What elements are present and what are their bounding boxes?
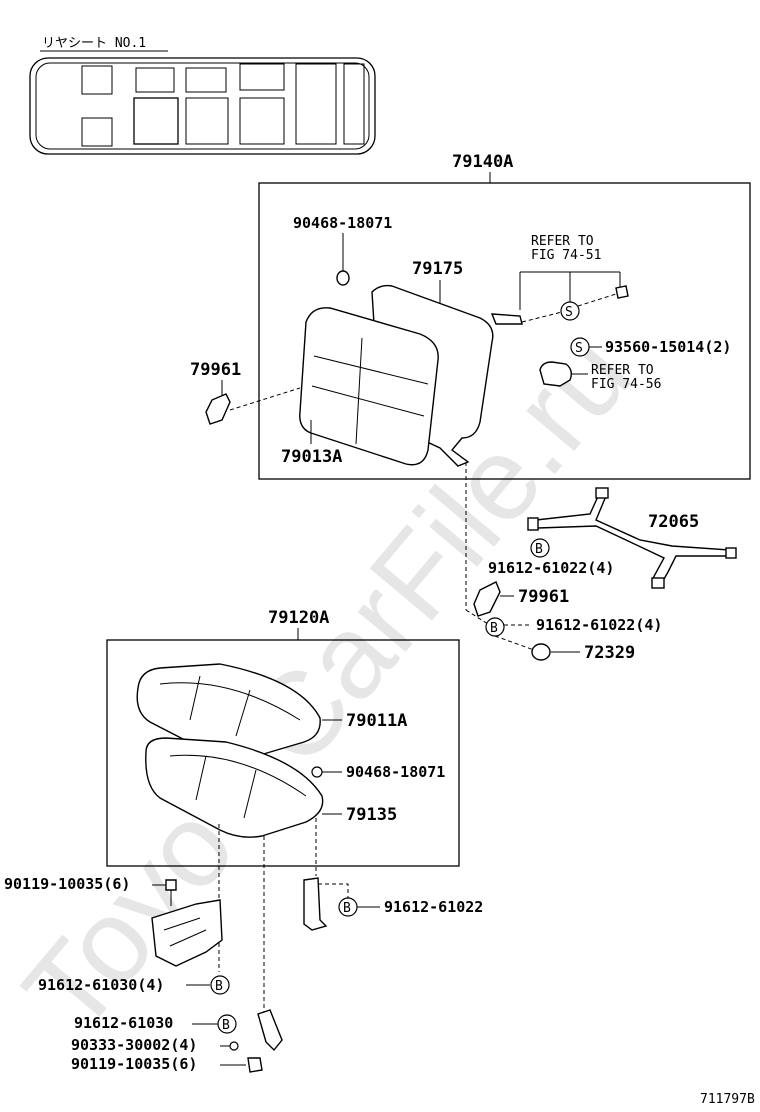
label-72065: 72065 [648, 512, 699, 532]
symbol-s-2-text: S [575, 341, 583, 356]
label-93560: 93560-15014(2) [605, 338, 731, 356]
cover-seam-3 [355, 337, 363, 445]
label-90333: 90333-30002(4) [71, 1036, 197, 1054]
latch-part [539, 361, 573, 387]
label-90119-b: 90119-10035(6) [71, 1055, 197, 1073]
header-label: リヤシート NO.1 [42, 36, 146, 51]
label-79175: 79175 [412, 259, 463, 279]
label-90119-a: 90119-10035(6) [4, 875, 130, 893]
seatback-cover-79013A [299, 307, 439, 466]
symbol-b-5 [217, 1014, 237, 1034]
small-bracket [257, 1009, 283, 1052]
cover-seam-2 [311, 385, 425, 417]
figure-id: 711797B [700, 1092, 755, 1107]
handle-end-left [490, 313, 523, 325]
group-cushion-box [106, 639, 460, 867]
group-seatback-box [258, 182, 751, 480]
label-90468-top: 90468-18071 [293, 214, 392, 232]
hinge-cover-79961-right [473, 581, 501, 617]
label-91612-single: 91612-61022 [384, 898, 483, 916]
handle-dash-2 [577, 293, 617, 307]
group-cushion-label: 79120A [268, 608, 329, 628]
cover-top-seam [159, 682, 301, 721]
symbol-b-4 [210, 975, 230, 995]
hinge-bracket-left [151, 899, 223, 967]
symbol-b-5-text: B [222, 1018, 230, 1033]
refer2-line2: FIG 74-56 [591, 377, 661, 392]
refer1-bracket [519, 271, 621, 310]
clip-90468-mid [311, 766, 323, 778]
symbol-b-1-text: B [535, 542, 543, 557]
bolt-90119-b [247, 1057, 263, 1073]
cover-seam-1 [313, 355, 429, 385]
cushion-cover-79011A [136, 663, 321, 761]
dash-79961-left [229, 387, 301, 411]
symbol-b-1 [530, 538, 550, 558]
label-72329: 72329 [584, 643, 635, 663]
label-79961-left: 79961 [190, 360, 241, 380]
symbol-b-2-text: B [490, 621, 498, 636]
label-79011A: 79011A [346, 711, 407, 731]
label-91612-b2: 91612-61022(4) [536, 616, 662, 634]
symbol-b-3-text: B [343, 901, 351, 916]
refer1-line2: FIG 74-51 [531, 248, 601, 263]
clip-90468-top [336, 270, 350, 286]
vehicle-overview [29, 57, 376, 155]
nut-72329 [531, 643, 551, 661]
handle-end-right [615, 285, 629, 299]
hinge-cover-79961-left [205, 393, 231, 425]
label-79013A: 79013A [281, 447, 342, 467]
label-91612-30-4: 91612-61030(4) [38, 976, 164, 994]
refer1-line1: REFER TO [531, 234, 594, 249]
label-79135: 79135 [346, 805, 397, 825]
hinge-bracket-details [163, 917, 207, 947]
symbol-s-1-text: S [565, 305, 573, 320]
cushion-pad-79135 [145, 737, 324, 838]
symbol-b-4-text: B [215, 979, 223, 994]
refer2-line1: REFER TO [591, 363, 654, 378]
washer-90333 [229, 1041, 239, 1051]
bolt-90119-a [165, 879, 177, 891]
symbol-s-1 [560, 301, 580, 321]
group-seatback-label: 79140A [452, 152, 513, 172]
label-79961-right: 79961 [518, 587, 569, 607]
cover-panel-seams [189, 675, 251, 737]
bracket-right [303, 877, 328, 931]
dash-to-bolt [465, 609, 489, 625]
label-90468-mid: 90468-18071 [346, 763, 445, 781]
dash-to-72329 [494, 635, 535, 651]
label-91612-b1: 91612-61022(4) [488, 559, 614, 577]
pad-top-seam [169, 754, 307, 797]
frame-72065 [527, 487, 737, 589]
label-91612-30: 91612-61030 [74, 1014, 173, 1032]
dash-bracket-right [318, 883, 349, 898]
pad-panel-seams [195, 755, 257, 819]
